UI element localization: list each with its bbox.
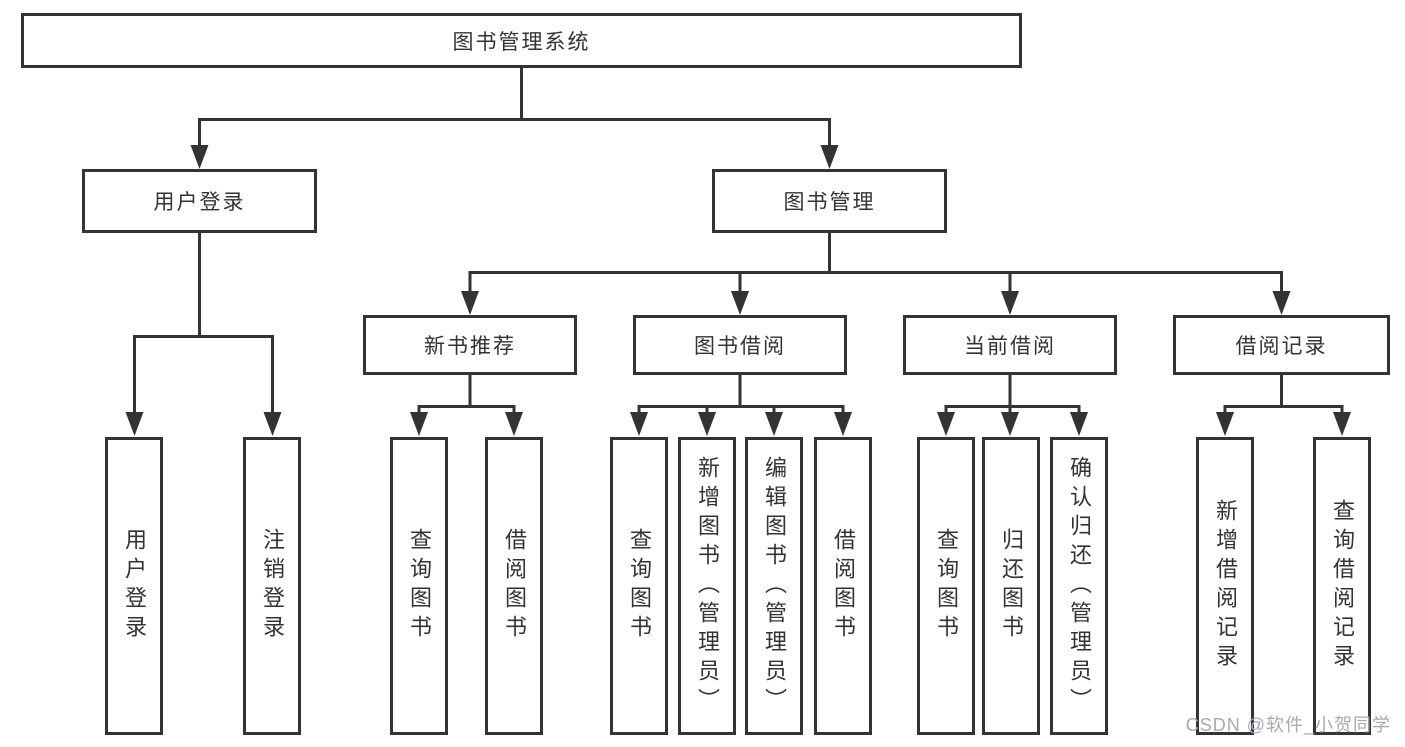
arrow-book-borrow [731,291,749,315]
node-root: 图书管理系统 [21,13,1022,68]
arrow-rcd-add [1216,412,1234,436]
leaf-rcd-query-record: 查询借阅记录 [1313,437,1371,735]
leaf-rec-query-book: 查询图书 [390,437,448,735]
arrow-current-borrow [1001,291,1019,315]
leaf-bor-edit-book: 编辑图书（管理员） [745,437,803,735]
leaf-bor-borrow-book: 借阅图书 [814,437,872,735]
node-borrow-records: 借阅记录 [1173,315,1390,375]
arrow-bor-add [698,412,716,436]
leaf-bor-add-book: 新增图书（管理员） [678,437,736,735]
arrow-cur-confirm [1070,412,1088,436]
arrow-bor-query [630,412,648,436]
leaf-cur-query-book: 查询图书 [917,437,975,735]
node-book-mgmt: 图书管理 [712,169,947,233]
leaf-cur-confirm-return: 确认归还（管理员） [1050,437,1108,735]
arrow-bor-edit [765,412,783,436]
node-current-borrow: 当前借阅 [903,315,1117,375]
csdn-watermark: CSDN @软件_小贺同学 [1185,715,1391,735]
node-book-borrow: 图书借阅 [633,315,847,375]
arrow-rec-borrow [505,412,523,436]
leaf-rec-borrow-book: 借阅图书 [485,437,543,735]
arrow-leaf-logout [263,412,282,436]
arrow-cur-query [937,412,955,436]
arrow-new-book-rec [461,291,479,315]
arrow-user-login [190,145,209,169]
arrow-borrow-records [1272,291,1291,315]
edge-rec-bar [417,405,516,421]
leaf-user-login: 用户登录 [105,437,163,735]
leaf-logout: 注销登录 [243,437,301,735]
node-user-login: 用户登录 [82,169,317,233]
node-new-book-rec: 新书推荐 [363,315,577,375]
edge-level2-bar [468,271,1283,296]
leaf-rcd-add-record: 新增借阅记录 [1196,437,1254,735]
arrow-book-mgmt [820,145,839,169]
leaf-cur-return-book: 归还图书 [982,437,1040,735]
edge-bor-bar [637,405,845,421]
arrow-cur-return [1001,412,1019,436]
arrow-leaf-user-login [125,412,144,436]
arrow-bor-borrow [834,412,852,436]
edge-user-login-bar [133,335,274,420]
edge-rcd-bar [1223,405,1344,421]
arrow-rcd-query [1333,412,1351,436]
leaf-bor-query-book: 查询图书 [610,437,668,735]
arrow-rec-query [410,412,428,436]
